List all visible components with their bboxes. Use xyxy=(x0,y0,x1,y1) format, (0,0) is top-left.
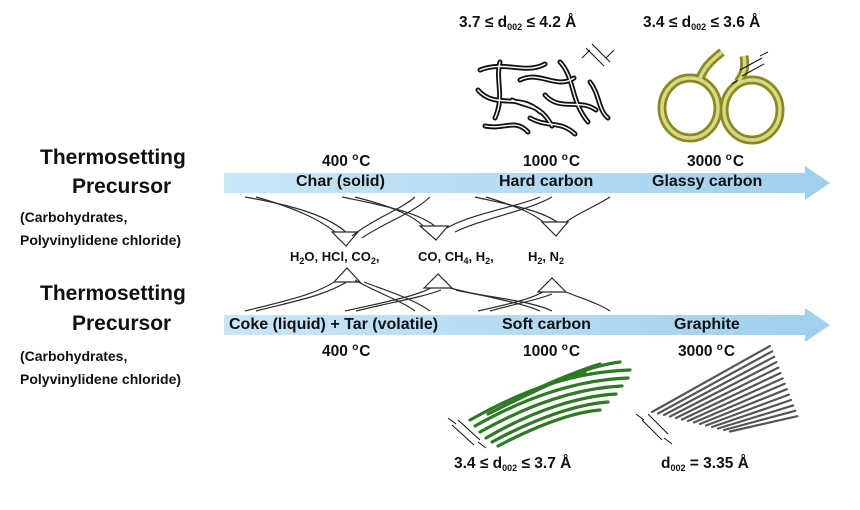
hard-carbon-spacing-marker xyxy=(581,43,615,67)
bottom-temp-3000: 3000 oC xyxy=(678,342,736,360)
graphite-sheet xyxy=(668,361,778,418)
glassy-carbon-label: Glassy carbon xyxy=(652,173,763,190)
coke-tar-label: Coke (liquid) + Tar (volatile) xyxy=(229,316,439,333)
bottom-temp-400: 400 oC xyxy=(322,342,371,360)
top-precursor-title: Thermosetting xyxy=(40,146,186,169)
graphite-sheet xyxy=(680,371,782,421)
bottom-precursor-examples-2: Polyvinylidene chloride) xyxy=(20,371,182,387)
graphite-sheet xyxy=(728,415,799,433)
graphite-sheet xyxy=(704,393,791,427)
graphite-label: Graphite xyxy=(674,316,740,333)
graphite-sheet xyxy=(698,388,788,426)
top-precursor-subtitle: Precursor xyxy=(72,175,172,198)
gas-group-1: H2O, HCl, CO2, xyxy=(290,249,380,266)
bottom-gas-release-arrows xyxy=(244,267,611,312)
graphite-sheet xyxy=(716,404,795,430)
char-solid-label: Char (solid) xyxy=(296,173,385,190)
graphite-spacing: d002 = 3.35 Å xyxy=(661,455,749,473)
graphite-sheet xyxy=(674,366,780,420)
top-gas-release-arrows xyxy=(244,196,611,247)
hard-carbon-spacing: 3.7 ≤ d002 ≤ 4.2 Å xyxy=(459,14,577,32)
soft-carbon-structure xyxy=(468,360,632,448)
graphite-sheet xyxy=(686,377,784,423)
bottom-precursor-title: Thermosetting xyxy=(40,282,186,305)
soft-carbon-label: Soft carbon xyxy=(502,316,591,333)
bottom-precursor-examples-1: (Carbohydrates, xyxy=(20,348,128,364)
top-precursor-examples-1: (Carbohydrates, xyxy=(20,209,128,225)
soft-carbon-spacing: 3.4 ≤ d002 ≤ 3.7 Å xyxy=(454,455,572,473)
gas-group-3: H2, N2 xyxy=(528,249,565,266)
bottom-process-arrow xyxy=(224,308,830,342)
graphite-sheet xyxy=(722,409,797,432)
soft-carbon-spacing-marker xyxy=(447,417,487,449)
top-process-arrow xyxy=(224,166,830,200)
graphite-structure xyxy=(650,344,799,433)
graphite-sheet xyxy=(710,398,793,429)
glassy-carbon-structure xyxy=(657,48,785,145)
glassy-carbon-spacing: 3.4 ≤ d002 ≤ 3.6 Å xyxy=(643,14,761,32)
top-precursor-examples-2: Polyvinylidene chloride) xyxy=(20,232,182,248)
bottom-temp-1000: 1000 oC xyxy=(523,342,581,360)
graphite-sheet xyxy=(692,382,786,424)
top-temp-400: 400 oC xyxy=(322,152,371,170)
graphite-spacing-marker xyxy=(635,413,673,445)
hard-carbon-structure-highlight xyxy=(477,61,609,135)
graphite-sheet xyxy=(656,350,774,415)
graphite-sheet xyxy=(650,344,772,414)
hard-carbon-label: Hard carbon xyxy=(499,173,594,190)
bottom-precursor-subtitle: Precursor xyxy=(72,312,172,335)
top-temp-1000: 1000 oC xyxy=(523,152,581,170)
graphite-sheet xyxy=(662,355,776,417)
glassy-carbon-spacing-marker xyxy=(731,51,769,85)
top-temp-3000: 3000 oC xyxy=(687,152,745,170)
gas-group-2: CO, CH4, H2, xyxy=(418,249,494,266)
